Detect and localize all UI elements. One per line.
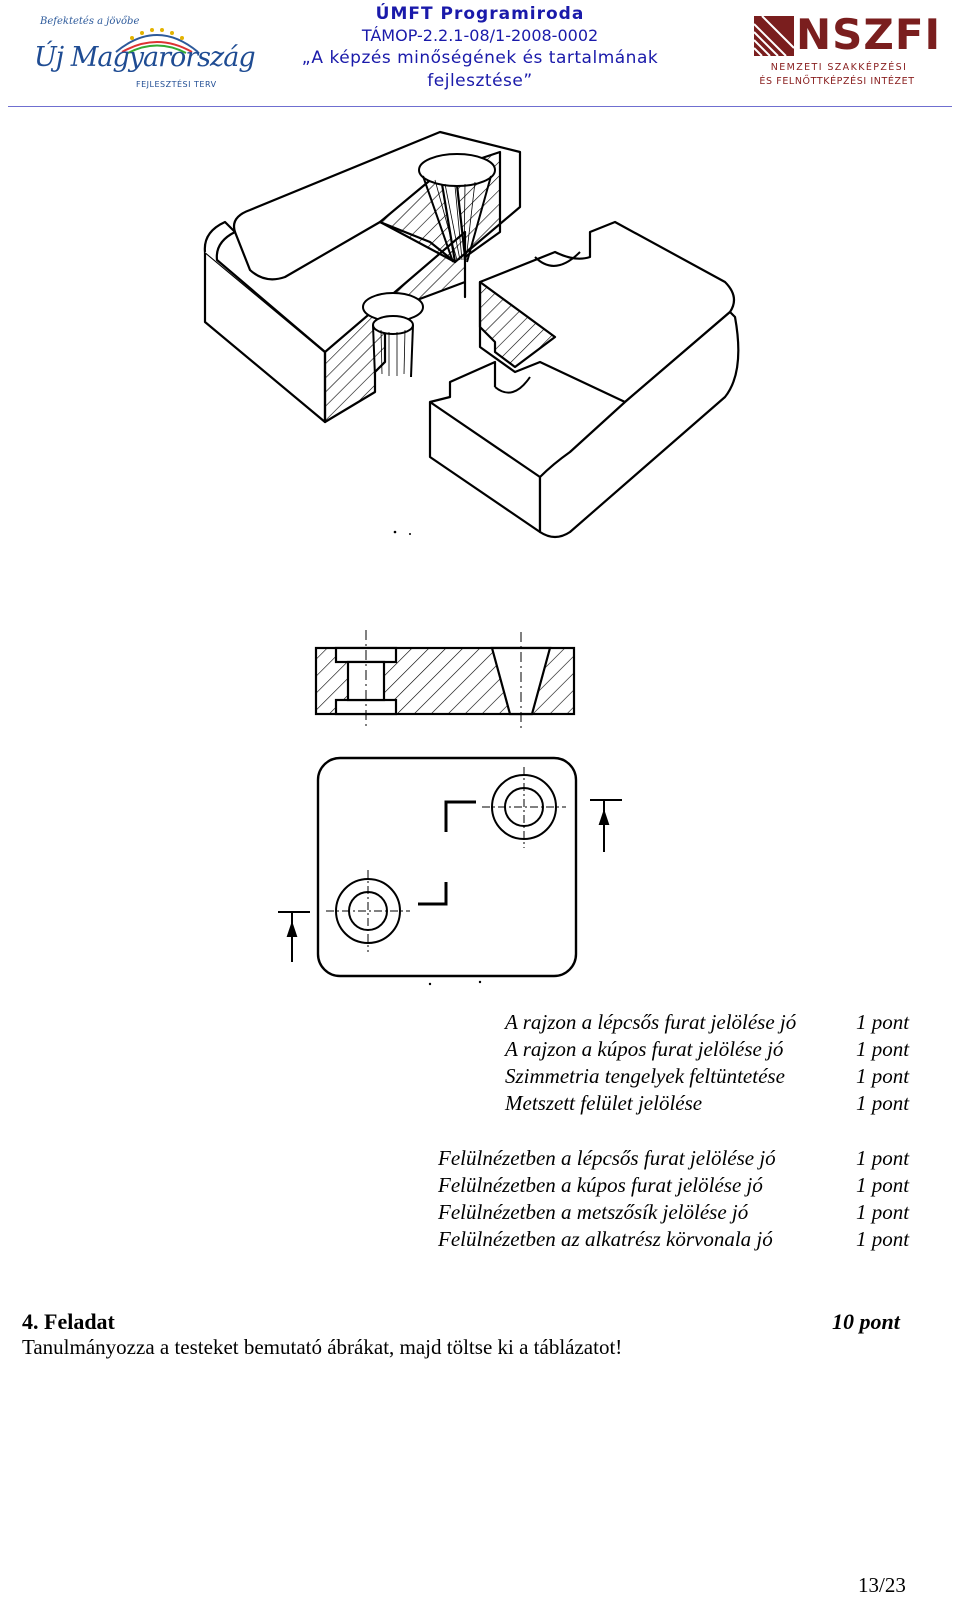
- eu-stars-arc-icon: [115, 28, 199, 54]
- nszfi-emblem-icon: [753, 15, 795, 57]
- criterion-points: 1 pont: [856, 1227, 910, 1251]
- criterion-points: 1 pont: [856, 1173, 910, 1197]
- criterion-label: A rajzon a kúpos furat jelölése jó: [505, 1037, 784, 1061]
- isometric-section-drawing: [203, 130, 740, 539]
- task-instruction: Tanulmányozza a testeket bemutató ábráka…: [22, 1335, 623, 1359]
- logo-wordmark: Új Magyarország: [34, 42, 256, 73]
- task-points: 10 pont: [832, 1309, 900, 1334]
- criterion-points: 1 pont: [856, 1146, 910, 1170]
- criterion-label: Szimmetria tengelyek feltüntetése: [505, 1064, 785, 1088]
- criterion-label: Felülnézetben a metszősík jelölése jó: [438, 1200, 749, 1224]
- nszfi-logo: NSZFI NEMZETI SZAKKÉPZÉSI ÉS FELNŐTTKÉPZ…: [752, 12, 940, 94]
- task-title: 4. Feladat: [22, 1309, 115, 1334]
- logo-plan: FEJLESZTÉSI TERV: [136, 80, 217, 89]
- criterion-label: Felülnézetben a lépcsős furat jelölése j…: [438, 1146, 776, 1170]
- criterion-label: Felülnézetben az alkatrész körvonala jó: [438, 1227, 773, 1251]
- criterion-points: 1 pont: [856, 1010, 910, 1034]
- criterion-points: 1 pont: [856, 1200, 910, 1224]
- institute-name-line1: NEMZETI SZAKKÉPZÉSI: [770, 62, 908, 73]
- orthographic-views-drawing: [278, 630, 622, 986]
- page-header: Befektetés a jövőbe Új Magyarország FEJL…: [0, 0, 960, 108]
- criterion-label: Felülnézetben a kúpos furat jelölése jó: [438, 1173, 763, 1197]
- project-title-line2: fejlesztése”: [427, 71, 533, 91]
- page-number: 13/23: [858, 1573, 906, 1597]
- criterion-label: Metszett felület jelölése: [505, 1091, 703, 1115]
- header-divider: [8, 106, 952, 107]
- criterion-points: 1 pont: [856, 1037, 910, 1061]
- criterion-label: A rajzon a lépcsős furat jelölése jó: [505, 1010, 797, 1034]
- institute-name-line2: ÉS FELNŐTTKÉPZÉSI INTÉZET: [759, 76, 915, 87]
- logo-tagline: Befektetés a jövőbe: [40, 16, 140, 27]
- uj-magyarorszag-logo: Befektetés a jövőbe Új Magyarország FEJL…: [28, 12, 256, 96]
- project-code: TÁMOP-2.2.1-08/1-2008-0002: [361, 26, 599, 45]
- criterion-points: 1 pont: [856, 1091, 910, 1115]
- program-office-heading: ÚMFT Programiroda TÁMOP-2.2.1-08/1-2008-…: [280, 3, 680, 93]
- criterion-points: 1 pont: [856, 1064, 910, 1088]
- office-name: ÚMFT Programiroda: [375, 4, 585, 24]
- project-title-line1: „A képzés minőségének és tartalmának: [301, 48, 659, 68]
- nszfi-wordmark: NSZFI: [796, 10, 942, 59]
